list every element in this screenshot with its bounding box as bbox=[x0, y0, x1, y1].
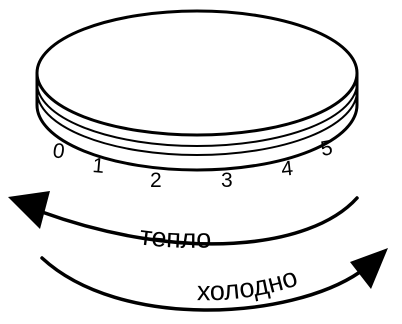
dial-top-face bbox=[37, 11, 357, 135]
warm-arrowhead-icon bbox=[8, 191, 50, 229]
scale-number-4: 4 bbox=[280, 157, 294, 181]
scale-number-3: 3 bbox=[221, 169, 233, 192]
cold-arrowhead-icon bbox=[350, 248, 388, 289]
cold-arrow: холодно bbox=[42, 248, 388, 310]
scale-number-1: 1 bbox=[92, 154, 106, 178]
scale-number-2: 2 bbox=[150, 169, 162, 192]
cold-label: холодно bbox=[197, 262, 301, 306]
warm-label: тепло bbox=[138, 220, 212, 253]
warm-arrow: тепло bbox=[8, 191, 357, 254]
dial-knob: 0 1 2 3 4 5 bbox=[37, 11, 357, 192]
scale-number-0: 0 bbox=[51, 139, 66, 163]
